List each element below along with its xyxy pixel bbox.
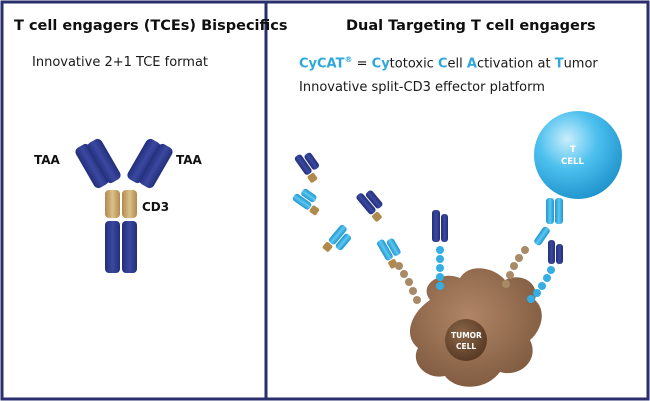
left-panel-subtitle: Innovative 2+1 TCE format xyxy=(32,55,209,70)
registered-mark: ® xyxy=(344,55,353,64)
free-fragment xyxy=(294,152,320,183)
tumor-label-line2: CELL xyxy=(456,342,476,351)
cycat-definition: CyCAT® = Cytotoxic Cell Activation at Tu… xyxy=(299,55,598,71)
acronym-rest-c: ell xyxy=(447,56,467,72)
free-fragment xyxy=(377,238,401,269)
right-panel-title: Dual Targeting T cell engagers xyxy=(346,18,596,34)
acronym-letters-cy: Cy xyxy=(371,56,390,72)
bridging-fragment xyxy=(527,198,563,303)
free-fragment xyxy=(292,188,320,216)
free-fragment xyxy=(356,190,383,222)
tce-antibody xyxy=(75,138,173,273)
acronym-letters-t: T xyxy=(554,56,564,72)
taa-right-label: TAA xyxy=(176,153,203,167)
platform-description: Innovative split-CD3 effector platform xyxy=(299,80,545,95)
cycat-brand: CyCAT xyxy=(299,56,345,72)
acronym-letters-c: C xyxy=(437,56,448,72)
acronym-rest-cy: totoxic xyxy=(389,56,438,72)
tumor-cell: TUMOR CELL xyxy=(409,268,542,387)
left-panel-title: T cell engagers (TCEs) Bispecifics xyxy=(14,18,288,34)
bound-fragment xyxy=(395,262,421,304)
t-cell: T CELL xyxy=(534,111,622,199)
taa-left-label: TAA xyxy=(34,153,61,167)
free-fragment xyxy=(322,224,352,252)
tumor-label-line1: TUMOR xyxy=(451,331,482,340)
cd3-label: CD3 xyxy=(142,200,169,214)
acronym-letters-a: A xyxy=(466,56,477,72)
bound-fragment xyxy=(432,210,448,290)
bound-fragment xyxy=(502,246,529,288)
t-cell-label-line2: CELL xyxy=(561,157,584,167)
t-cell-label-line1: T xyxy=(570,145,576,155)
acronym-rest-a: ctivation at xyxy=(476,56,555,72)
acronym-rest-t: umor xyxy=(563,56,598,72)
equals-sign: = xyxy=(352,56,372,72)
